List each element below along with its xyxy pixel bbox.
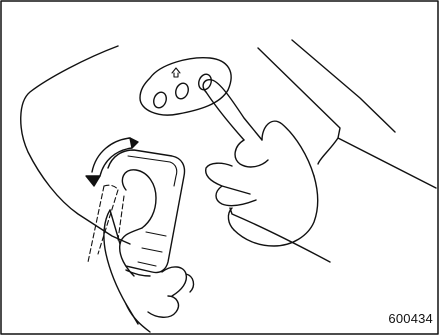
figure-number: 600434 [388, 311, 433, 326]
